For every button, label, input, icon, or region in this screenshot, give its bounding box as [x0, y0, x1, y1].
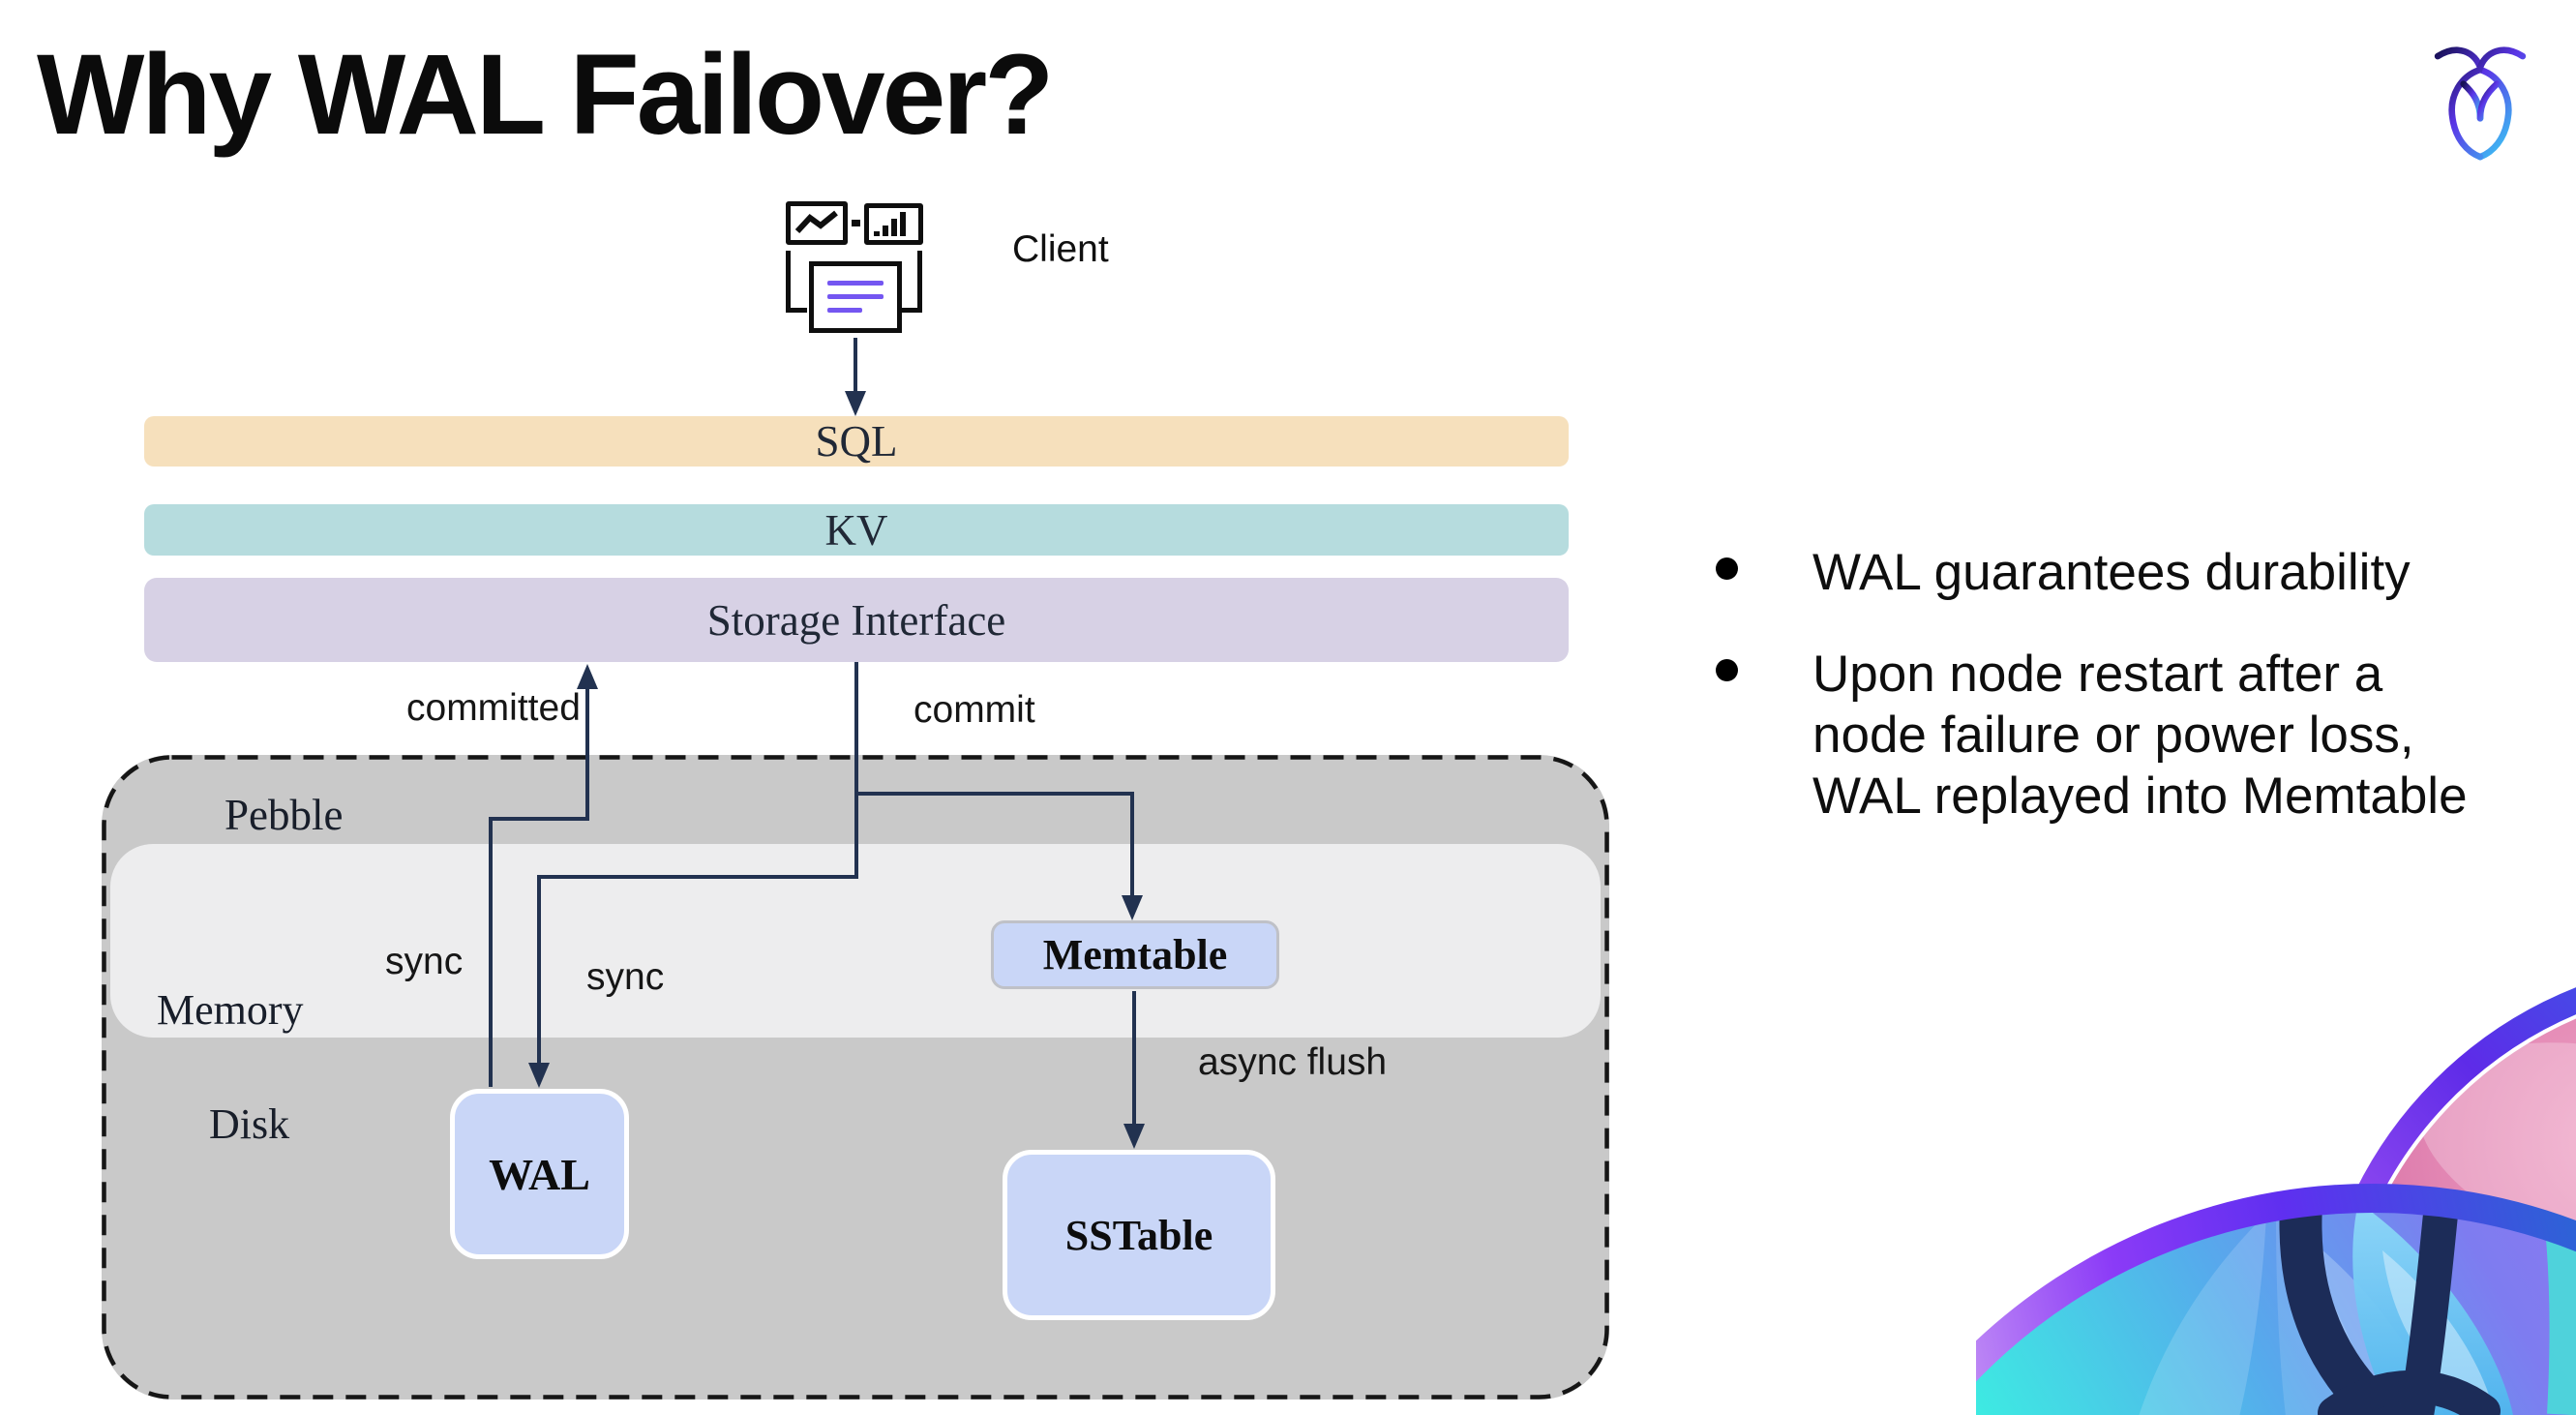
list-item: Upon node restart after a node failure o…	[1705, 644, 2576, 827]
layer-storage-interface: Storage Interface	[144, 578, 1569, 662]
layer-kv-label: KV	[824, 505, 888, 555]
dash-icon	[852, 220, 860, 226]
doc-line	[827, 281, 884, 286]
blue-sphere-ring	[1976, 1184, 2576, 1382]
bullet-text: Upon node restart after a node failure o…	[1812, 646, 2468, 825]
edge-label-async-flush: async flush	[1198, 1041, 1388, 1083]
pebble-label: Pebble	[225, 791, 344, 839]
decorative-sphere-art	[1976, 987, 2576, 1415]
wal-label: WAL	[489, 1149, 590, 1199]
arrowhead	[845, 391, 866, 416]
bar-chart-icon	[864, 203, 923, 245]
page-title: Why WAL Failover?	[37, 31, 1054, 159]
doc-line	[827, 294, 884, 299]
bullet-text: WAL guarantees durability	[1812, 544, 2411, 601]
bullet-list: WAL guarantees durability Upon node rest…	[1705, 542, 2576, 827]
wal-node: WAL	[450, 1089, 629, 1259]
layer-sql: SQL	[144, 416, 1569, 467]
edge-label-sync-right: sync	[586, 956, 665, 998]
arrowhead	[577, 664, 598, 689]
bullet-dot	[1716, 659, 1738, 681]
bullet-dot	[1716, 557, 1738, 580]
edge-label-sync-left: sync	[385, 941, 464, 982]
sstable-node: SSTable	[1003, 1150, 1275, 1320]
cockroachdb-logo-icon	[2434, 46, 2527, 161]
client-label: Client	[1012, 228, 1109, 270]
doc-line	[827, 308, 862, 313]
layer-storage-label: Storage Interface	[706, 595, 1006, 645]
edge-label-commit: commit	[914, 689, 1035, 731]
bracket-right-icon	[901, 251, 922, 313]
disk-label: Disk	[209, 1100, 290, 1148]
bracket-left-icon	[786, 251, 807, 313]
layer-sql-label: SQL	[815, 417, 898, 466]
memtable-node: Memtable	[991, 920, 1279, 989]
memtable-label: Memtable	[1042, 931, 1228, 978]
memory-region	[110, 844, 1601, 1038]
document-icon	[809, 261, 902, 333]
edge-label-committed: committed	[406, 687, 581, 729]
sstable-label: SSTable	[1064, 1211, 1213, 1259]
memory-label: Memory	[157, 986, 304, 1034]
layer-kv: KV	[144, 504, 1569, 556]
line-chart-icon	[786, 201, 848, 245]
list-item: WAL guarantees durability	[1705, 542, 2576, 603]
